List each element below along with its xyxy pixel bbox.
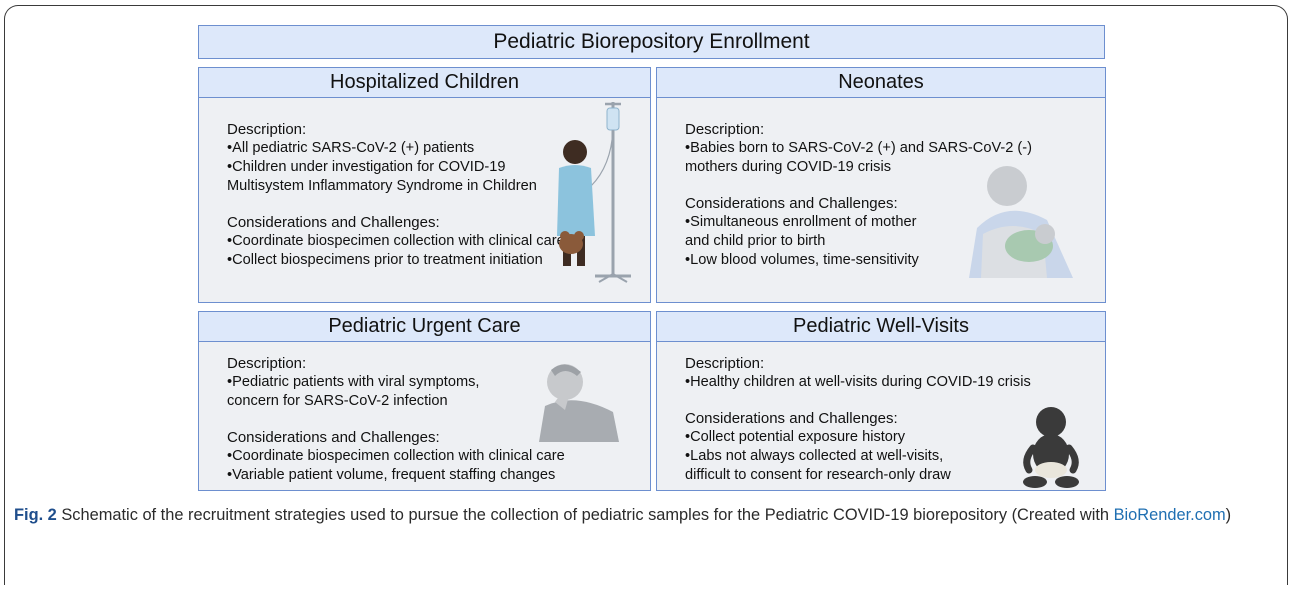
challenge-item: •Collect biospecimens prior to treatment… [227, 252, 543, 268]
coughing-person-icon [539, 364, 619, 442]
panel-body: Description: •Pediatric patients with vi… [227, 354, 565, 485]
description-label: Description: [227, 121, 307, 138]
challenge-item: difficult to consent for research-only d… [685, 467, 951, 483]
description-item: •All pediatric SARS-CoV-2 (+) patients [227, 140, 475, 156]
panel-hospitalized-children: Hospitalized Children Description: •All … [198, 67, 651, 303]
sitting-baby-icon [1023, 407, 1079, 488]
panel-pediatric-urgent-care: Pediatric Urgent Care Description: •Pedi… [198, 311, 651, 491]
panel-body: Description: •Healthy children at well-v… [685, 354, 1031, 485]
mother-with-newborn-icon [969, 166, 1073, 278]
challenge-item: •Collect potential exposure history [685, 429, 906, 445]
challenge-item: •Coordinate biospecimen collection with … [227, 233, 565, 249]
panel-neonates: Neonates Description: •Babies born to SA… [656, 67, 1106, 303]
description-item: •Babies born to SARS-CoV-2 (+) and SARS-… [685, 140, 1032, 156]
challenge-item: •Variable patient volume, frequent staff… [227, 467, 556, 483]
challenges-label: Considerations and Challenges: [227, 214, 440, 231]
description-item: •Pediatric patients with viral symptoms, [227, 374, 480, 390]
child-with-iv-pole-icon [557, 102, 631, 283]
figure-caption: Fig. 2 Schematic of the recruitment stra… [14, 503, 1274, 528]
challenge-item: •Simultaneous enrollment of mother [685, 214, 917, 230]
caption-text: Schematic of the recruitment strategies … [56, 506, 1114, 524]
description-item: concern for SARS-CoV-2 infection [227, 393, 448, 409]
figure-label: Fig. 2 [14, 506, 57, 524]
figure-title: Pediatric Biorepository Enrollment [198, 25, 1105, 59]
challenge-item: and child prior to birth [685, 233, 826, 249]
challenges-label: Considerations and Challenges: [227, 429, 440, 446]
challenge-item: •Labs not always collected at well-visit… [685, 448, 944, 464]
panel-pediatric-well-visits: Pediatric Well-Visits Description: •Heal… [656, 311, 1106, 491]
description-item: •Children under investigation for COVID-… [227, 159, 506, 175]
description-item: mothers during COVID-19 crisis [685, 159, 891, 175]
description-label: Description: [685, 121, 765, 138]
description-label: Description: [685, 355, 765, 372]
biorender-link[interactable]: BioRender.com [1113, 506, 1226, 524]
description-item: •Healthy children at well-visits during … [685, 374, 1031, 390]
panel-heading: Pediatric Urgent Care [199, 312, 650, 342]
challenges-label: Considerations and Challenges: [685, 195, 898, 212]
panel-body: Description: •Babies born to SARS-CoV-2 … [685, 120, 1032, 270]
panel-heading: Hospitalized Children [199, 68, 650, 98]
description-label: Description: [227, 355, 307, 372]
caption-tail: ) [1225, 506, 1232, 524]
description-item: Multisystem Inflammatory Syndrome in Chi… [227, 178, 537, 194]
panel-heading: Pediatric Well-Visits [657, 312, 1105, 342]
panel-heading: Neonates [657, 68, 1105, 98]
challenge-item: •Coordinate biospecimen collection with … [227, 448, 565, 464]
panel-body: Description: •All pediatric SARS-CoV-2 (… [227, 120, 565, 270]
challenge-item: •Low blood volumes, time-sensitivity [685, 252, 919, 268]
challenges-label: Considerations and Challenges: [685, 410, 898, 427]
